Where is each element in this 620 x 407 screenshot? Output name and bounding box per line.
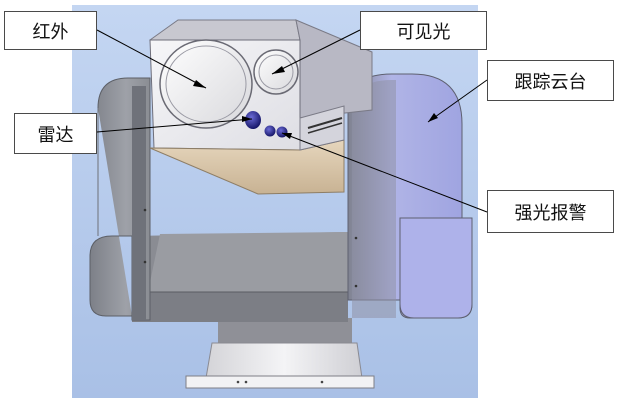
leader-visible-light: [271, 29, 361, 75]
tracking-gimbal-label: 跟踪云台: [487, 60, 614, 101]
strobe-alarm-label: 强光报警: [487, 190, 614, 233]
radar-sensor: [245, 111, 261, 129]
infrared-label: 红外: [4, 11, 97, 50]
leader-tracking-gimbal: [427, 79, 488, 123]
visible-light-label: 可见光: [360, 11, 487, 50]
pedestal: [185, 318, 375, 389]
right-yoke-arm: [347, 73, 473, 319]
yoke-platform: [132, 232, 348, 322]
leader-lines: [96, 29, 488, 213]
leader-radar: [96, 118, 253, 133]
infrared-lens: [159, 39, 253, 129]
leader-infrared: [96, 29, 207, 89]
leader-strobe-alarm: [281, 132, 488, 213]
strobe-light-left: [264, 125, 276, 137]
leader-arrowheads: [193, 66, 438, 139]
radar-label: 雷达: [14, 113, 97, 154]
left-yoke-arm: [89, 77, 151, 321]
